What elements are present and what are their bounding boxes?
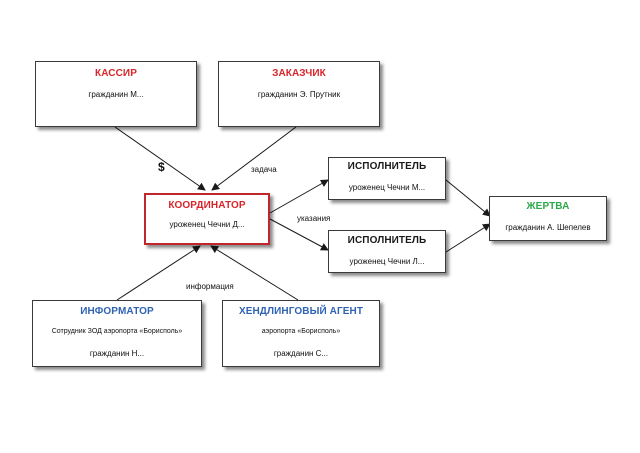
- node-zhertva-title: ЖЕРТВА: [526, 201, 570, 212]
- node-informator-line-2: гражданин Н...: [89, 349, 145, 358]
- node-ispolnitel-1-title: ИСПОЛНИТЕЛЬ: [347, 161, 427, 172]
- edge-label-information: информация: [186, 282, 234, 291]
- node-kassir-line-1: гражданин М...: [88, 90, 144, 99]
- node-agent: ХЕНДЛИНГОВЫЙ АГЕНТ аэропорта «Борисполь»…: [222, 300, 380, 367]
- node-zakazchik-line-1: гражданин Э. Прутник: [257, 90, 341, 99]
- edge-koordinator-to-ispolnitel1: [269, 179, 329, 214]
- node-koordinator: КООРДИНАТОР уроженец Чечни Д...: [144, 193, 270, 245]
- node-agent-title: ХЕНДЛИНГОВЫЙ АГЕНТ: [238, 306, 364, 317]
- node-kassir-title: КАССИР: [95, 68, 137, 79]
- node-informator: ИНФОРМАТОР Сотрудник ЗОД аэропорта «Бори…: [32, 300, 202, 367]
- node-agent-line-1: аэропорта «Борисполь»: [261, 328, 341, 335]
- edge-label-instructions: указания: [297, 214, 331, 223]
- edge-ispolnitel1-to-zhertva: [445, 179, 491, 217]
- node-kassir: КАССИР гражданин М...: [35, 61, 197, 127]
- node-ispolnitel-2-title: ИСПОЛНИТЕЛЬ: [347, 235, 427, 246]
- node-informator-line-1: Сотрудник ЗОД аэропорта «Борисполь»: [51, 328, 183, 335]
- edge-informator-to-koordinator: [116, 245, 201, 301]
- node-ispolnitel-1: ИСПОЛНИТЕЛЬ уроженец Чечни М...: [328, 157, 446, 200]
- node-ispolnitel-1-line-1: уроженец Чечни М...: [348, 183, 426, 192]
- edge-agent-to-koordinator: [210, 245, 299, 301]
- node-ispolnitel-2: ИСПОЛНИТЕЛЬ уроженец Чечни Л...: [328, 230, 446, 273]
- node-zhertva-line-1: гражданин А. Шепелев: [505, 223, 591, 232]
- edge-koordinator-to-ispolnitel2: [269, 218, 329, 251]
- node-zakazchik-title: ЗАКАЗЧИК: [272, 68, 326, 79]
- node-zhertva: ЖЕРТВА гражданин А. Шепелев: [489, 196, 607, 241]
- edge-zakazchik-to-koordinator: [211, 126, 297, 191]
- node-agent-line-2: гражданин С...: [273, 349, 329, 358]
- node-zakazchik: ЗАКАЗЧИК гражданин Э. Прутник: [218, 61, 380, 127]
- edge-label-money: $: [158, 160, 165, 174]
- edge-kassir-to-koordinator: [114, 126, 206, 191]
- edge-label-task: задача: [251, 165, 277, 174]
- node-informator-title: ИНФОРМАТОР: [80, 306, 154, 317]
- node-ispolnitel-2-line-1: уроженец Чечни Л...: [349, 257, 425, 266]
- node-koordinator-line-1: уроженец Чечни Д...: [169, 220, 245, 229]
- node-koordinator-title: КООРДИНАТОР: [168, 200, 246, 211]
- edge-ispolnitel2-to-zhertva: [445, 223, 491, 253]
